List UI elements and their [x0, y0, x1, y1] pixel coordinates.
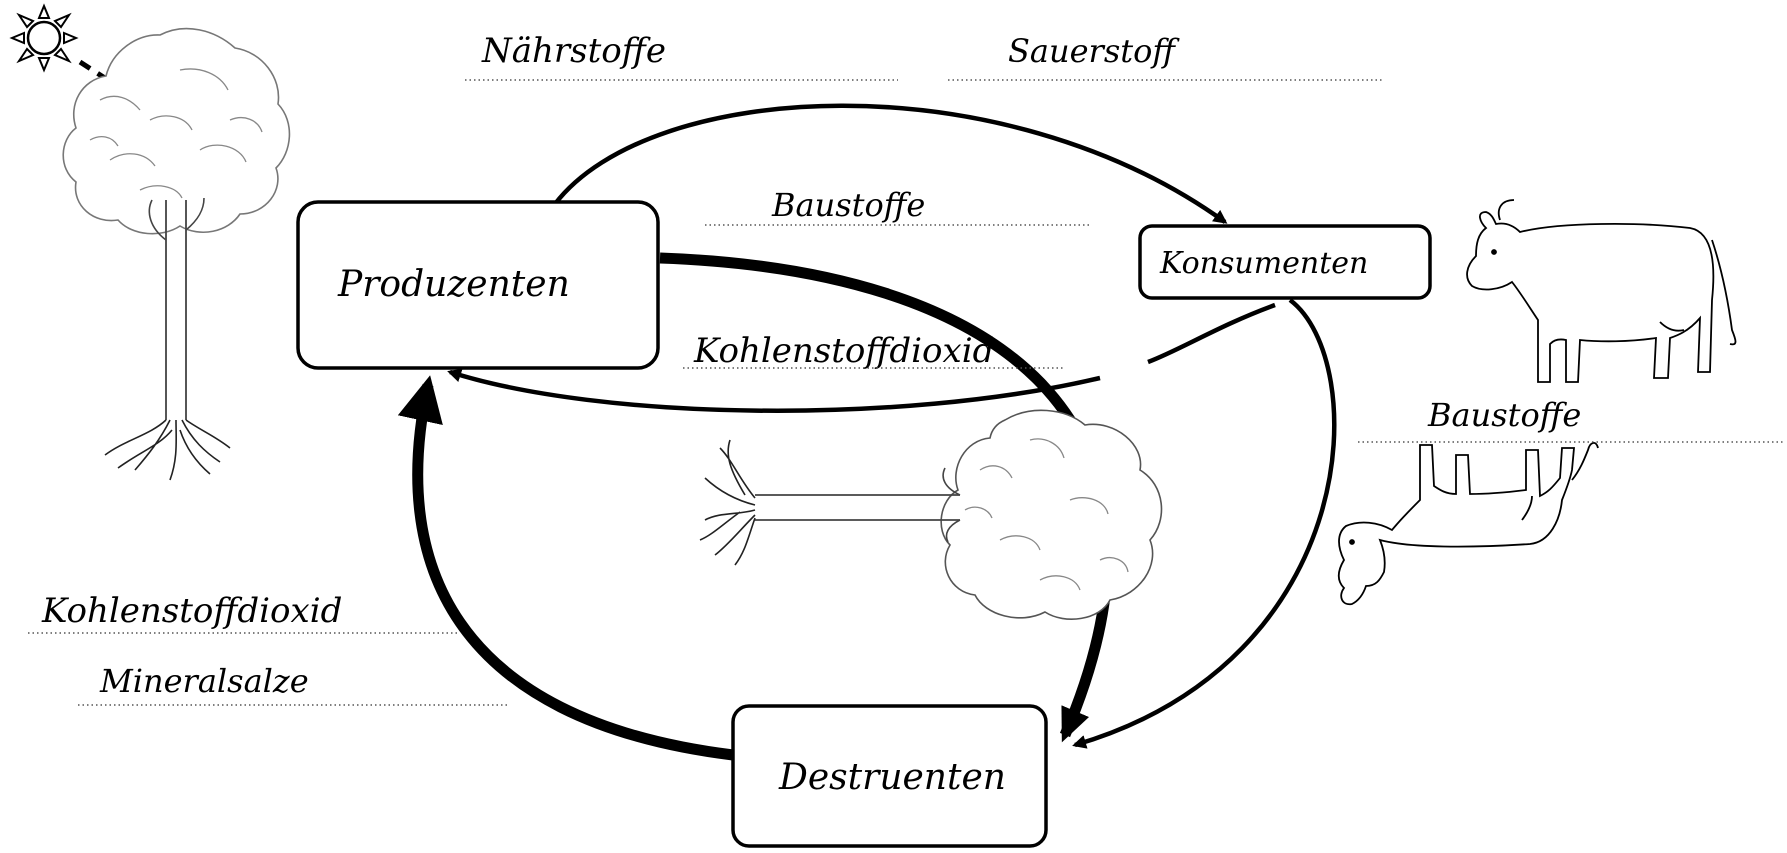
- label-kohlenstoffdioxid-left: Kohlenstoffdioxid: [41, 591, 342, 631]
- label-baustoffe-right: Baustoffe: [1427, 396, 1581, 434]
- arrow-consumers-co2-segment: [1147, 302, 1276, 365]
- tree-icon: [62, 27, 291, 481]
- producers-box: [296, 200, 660, 370]
- label-naehrstoffe: Nährstoffe: [481, 31, 666, 71]
- sun-icon: [9, 3, 79, 73]
- label-sauerstoff: Sauerstoff: [1008, 32, 1180, 70]
- producers-label: Produzenten: [337, 264, 570, 305]
- label-kohlenstoffdioxid-mid: Kohlenstoffdioxid: [693, 331, 994, 371]
- label-mineralsalze: Mineralsalze: [99, 662, 309, 700]
- arrow-consumers-to-producers: [447, 368, 1101, 413]
- decomposers-label: Destruenten: [778, 757, 1006, 798]
- cow-icon: [1466, 199, 1737, 383]
- arrow-decomposers-to-producers: [397, 375, 734, 761]
- arrow-consumers-to-decomposers: [1072, 298, 1337, 749]
- label-baustoffe-top: Baustoffe: [771, 186, 925, 224]
- decomposers-box: [731, 704, 1048, 848]
- consumers-label: Konsumenten: [1159, 246, 1368, 281]
- dead-cow-icon: [1337, 442, 1599, 606]
- fallen-tree-icon: [699, 409, 1163, 620]
- consumers-box: [1138, 224, 1432, 300]
- arrow-producers-to-consumers: [553, 103, 1228, 224]
